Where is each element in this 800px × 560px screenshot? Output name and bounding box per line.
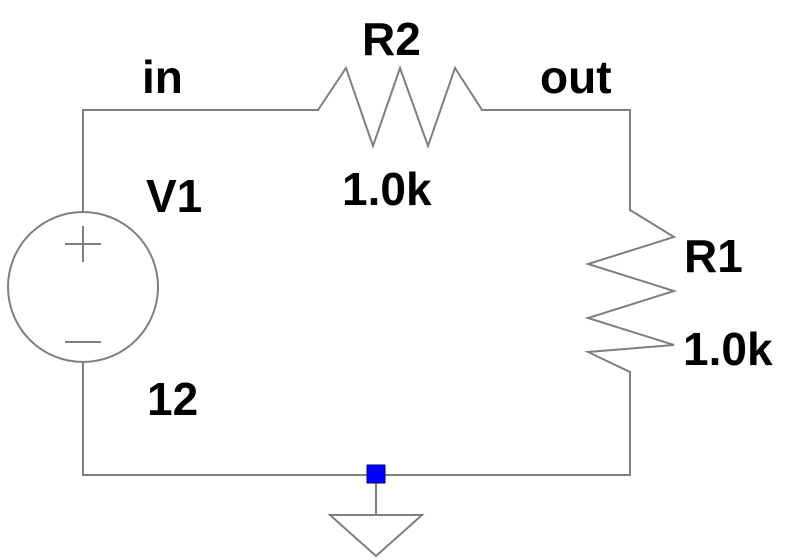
resistor-icon	[316, 64, 484, 150]
net-label-out: out	[540, 51, 612, 103]
wire-in-net	[82, 109, 319, 211]
ground-icon	[327, 514, 425, 558]
wire-out-net-top	[481, 109, 631, 211]
voltage-source-v1[interactable]	[7, 209, 159, 363]
v1-value: 12	[147, 373, 198, 425]
r2-value: 1.0k	[342, 163, 432, 215]
net-label-in: in	[142, 51, 183, 103]
v1-reference: V1	[146, 170, 202, 222]
resistor-icon	[584, 208, 678, 374]
ground-node-marker	[366, 464, 386, 484]
r1-reference: R1	[684, 230, 743, 282]
voltage-source-icon	[7, 211, 159, 363]
wire-ground-return	[82, 361, 631, 476]
ground[interactable]	[327, 464, 425, 558]
resistor-r2[interactable]	[316, 64, 484, 150]
resistor-r1[interactable]	[584, 208, 678, 374]
r1-value: 1.0k	[683, 323, 773, 375]
r2-reference: R2	[362, 13, 421, 65]
